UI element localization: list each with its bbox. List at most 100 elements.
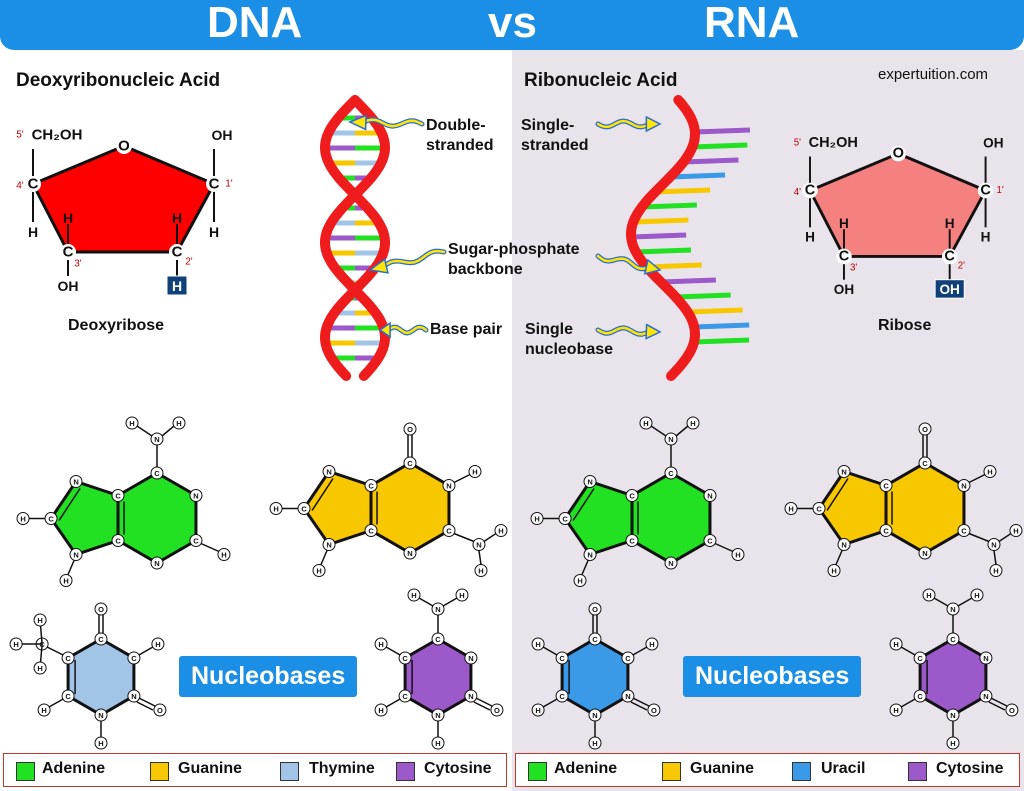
h-atom: H: [686, 416, 700, 430]
atom-label: C: [28, 176, 39, 193]
nucleobase: [683, 157, 739, 165]
nucleobase: [694, 322, 750, 330]
atom-label: C: [63, 244, 74, 261]
ring-atom: [60, 244, 76, 260]
legend-label-guanine: Guanine: [690, 760, 755, 777]
ribose-label: Ribose: [878, 317, 932, 334]
svg-text:H: H: [592, 739, 597, 748]
bond: [67, 560, 75, 575]
svg-text:C: C: [950, 635, 956, 644]
svg-text:N: N: [446, 482, 451, 491]
h-atom: H: [1009, 524, 1023, 537]
pyrimidine-ring: [630, 471, 712, 565]
oh-label: OH: [983, 135, 1003, 150]
h-label: H: [209, 224, 219, 240]
svg-text:C: C: [961, 527, 967, 536]
bond: [453, 532, 475, 543]
o-atom: O: [153, 703, 167, 717]
svg-text:C: C: [883, 482, 889, 491]
svg-text:H: H: [535, 640, 540, 649]
nucleobase: [692, 142, 748, 150]
bond: [990, 697, 1008, 707]
substituent-box: [934, 279, 965, 299]
svg-text:C: C: [592, 635, 598, 644]
svg-text:C: C: [115, 537, 121, 546]
atom-label: C: [209, 176, 220, 193]
h-atom: H: [269, 502, 283, 515]
h-label: H: [981, 230, 991, 245]
bond: [385, 646, 401, 656]
sugar-ring: [30, 144, 217, 254]
ring-atom: C: [297, 502, 311, 515]
legend-swatch-thymine: [280, 762, 299, 781]
nucleobase: [660, 277, 716, 285]
svg-text:H: H: [221, 551, 226, 560]
oh-label: OH: [834, 282, 854, 297]
double-bond: [826, 478, 849, 511]
bond: [988, 701, 1006, 711]
oh-label: OH: [58, 278, 79, 294]
ring-atom: C: [621, 651, 635, 665]
position-label: 1': [997, 185, 1004, 196]
svg-text:H: H: [993, 567, 998, 576]
ring-atom: C: [431, 632, 445, 646]
svg-text:C: C: [65, 692, 71, 701]
nucleobase: [693, 337, 750, 345]
h-atom: H: [494, 524, 508, 537]
position-label: 2': [958, 261, 965, 272]
substituent-label: H: [172, 278, 182, 294]
arrow-base-pair: [378, 321, 429, 339]
svg-text:H: H: [498, 527, 503, 536]
credit-text: expertuition.com: [878, 66, 989, 83]
h-label: H: [63, 210, 73, 226]
h-atom: H: [588, 736, 602, 750]
ring-atom: N: [703, 489, 717, 502]
h-atom: H: [33, 613, 47, 627]
svg-text:N: N: [468, 692, 473, 701]
ring-atom: C: [111, 534, 125, 547]
ring-atom: [802, 182, 818, 199]
svg-text:H: H: [987, 468, 992, 477]
svg-text:N: N: [435, 711, 440, 720]
svg-text:C: C: [629, 492, 635, 501]
bond: [200, 542, 220, 553]
h-atom: H: [531, 703, 545, 717]
sugar-phosphate-label: Sugar-phosphate backbone: [448, 241, 580, 278]
svg-text:C: C: [917, 692, 923, 701]
ring-atom: N: [464, 651, 478, 665]
svg-text:N: N: [587, 551, 592, 560]
arrow-double-stranded: [348, 114, 425, 131]
nucleobase: [675, 292, 731, 300]
h-atom: H: [639, 416, 653, 430]
legend-swatch-guanine: [662, 762, 681, 781]
ring-atom: N: [69, 475, 83, 488]
h-label: H: [945, 216, 955, 231]
h-atom: H: [827, 564, 841, 577]
svg-text:N: N: [326, 541, 331, 550]
ring-atom: C: [664, 466, 678, 480]
ring-atom: C: [558, 512, 572, 525]
ring-atom: [836, 248, 852, 265]
bond: [483, 532, 497, 543]
pyrimidine-ring: [66, 637, 136, 717]
oh-label: OH: [212, 127, 233, 143]
legend-label-cytosine: Cytosine: [424, 760, 492, 777]
svg-text:O: O: [407, 425, 413, 434]
svg-text:H: H: [788, 505, 793, 514]
ch2oh-label: CH₂OH: [809, 135, 858, 151]
svg-text:O: O: [494, 706, 500, 715]
ring-atom: C: [94, 632, 108, 646]
atom-label: C: [805, 182, 816, 198]
legend-swatch-uracil: [792, 762, 811, 781]
bond: [675, 425, 689, 437]
pyrimidine-ring: [560, 637, 630, 717]
svg-text:C: C: [625, 654, 631, 663]
svg-text:O: O: [922, 425, 928, 434]
svg-text:H: H: [176, 419, 181, 428]
svg-text:H: H: [926, 591, 931, 600]
svg-text:H: H: [378, 706, 383, 715]
legend-swatch-cytosine: [908, 762, 927, 781]
dna-nucleobases-label: Nucleobases: [179, 656, 358, 697]
ring-atom: C: [61, 651, 75, 665]
